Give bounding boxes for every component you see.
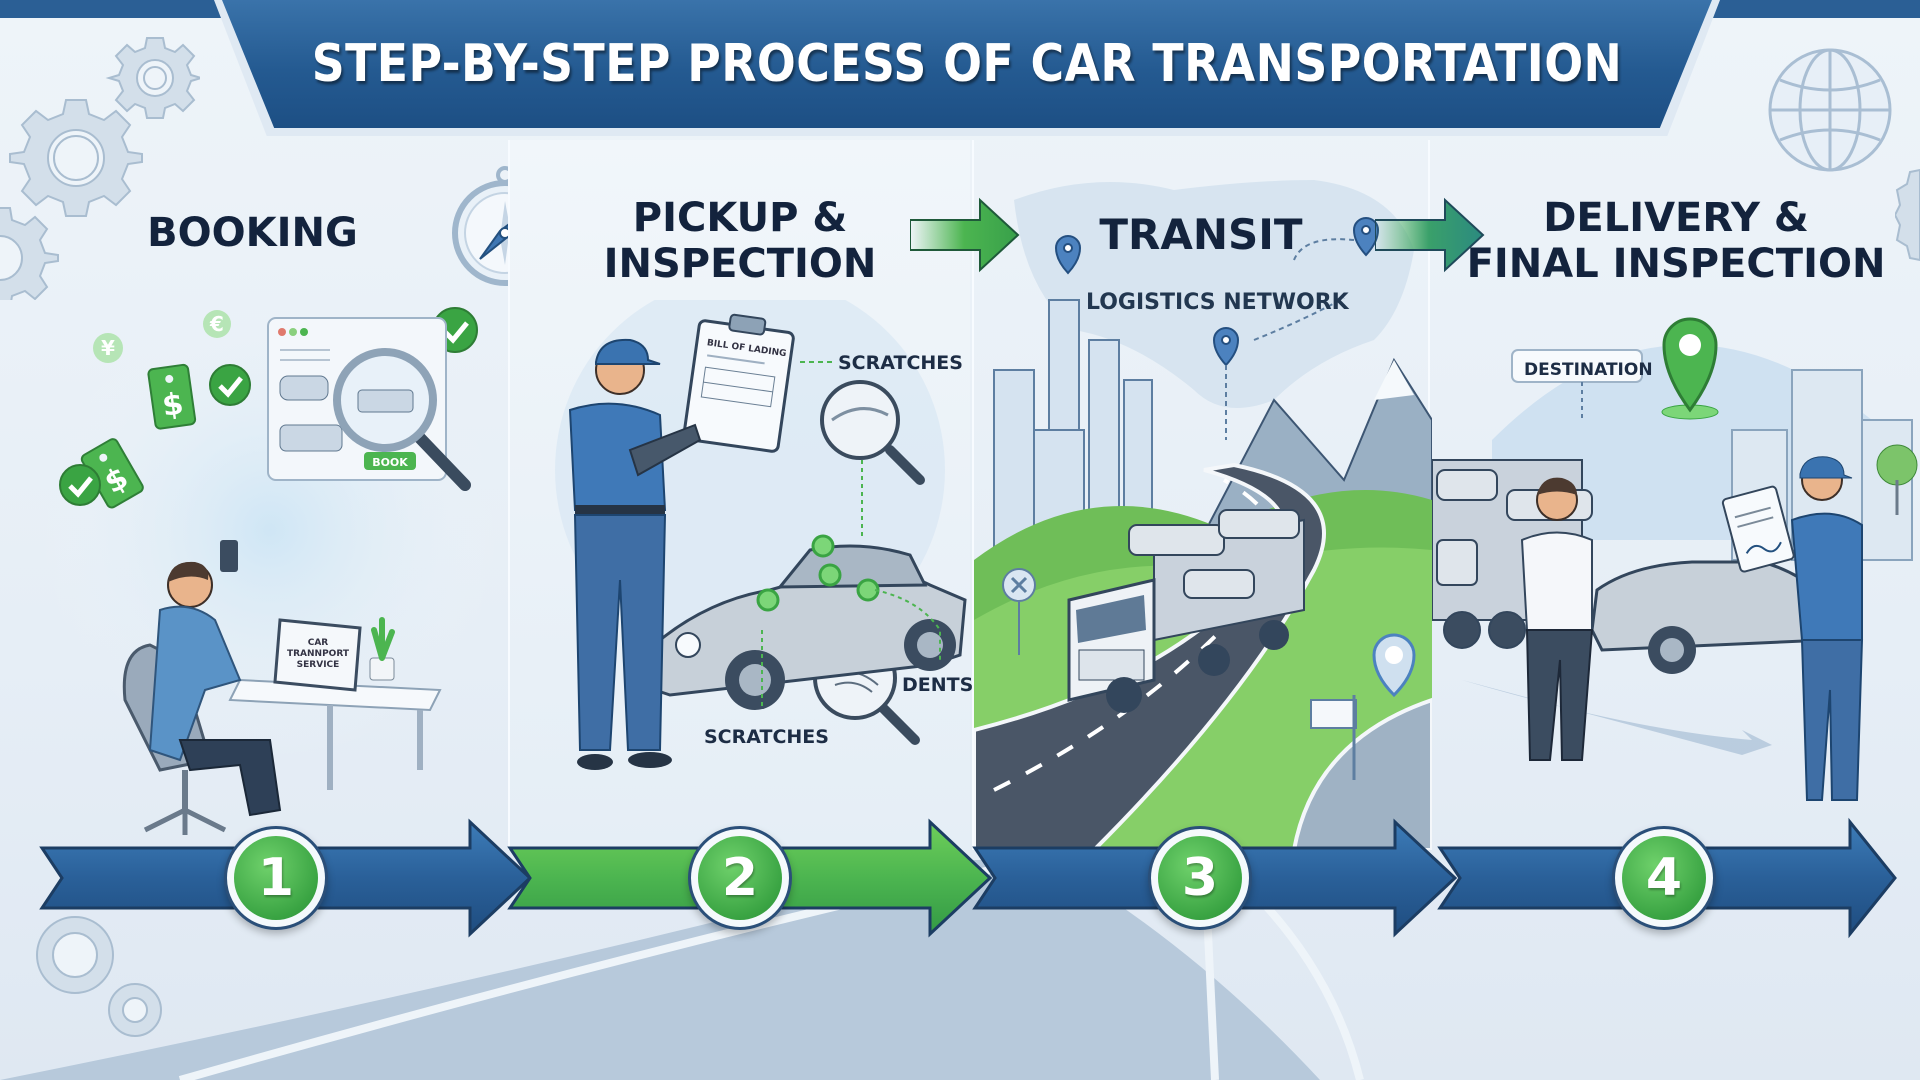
label-scratches: SCRATCHES (838, 352, 963, 374)
gear-icon (105, 37, 200, 119)
step-title-line: DELIVERY & (1543, 195, 1809, 241)
svg-text:€: € (209, 312, 224, 336)
step-number: 4 (1622, 836, 1706, 920)
classic-car-icon (653, 544, 967, 710)
callout-lines (761, 460, 941, 710)
step-number: 2 (698, 836, 782, 920)
pickup-scene: BILL OF LADING (555, 300, 967, 770)
step-title-line: BOOKING (147, 210, 358, 256)
step-panel-transit: TRANSIT LOGISTICS NETWORK (972, 140, 1432, 850)
book-button: BOOK (372, 456, 408, 469)
svg-text:$: $ (160, 386, 186, 424)
map-pin-icon (1002, 568, 1036, 655)
step-title: BOOKING (0, 210, 505, 256)
title-banner (222, 0, 1712, 128)
transit-scene (974, 180, 1432, 850)
label-scratches: SCRATCHES (704, 726, 829, 748)
clipboard-icon (1721, 485, 1795, 573)
magnifier-icon (333, 348, 471, 491)
arrow-right-icon (910, 197, 1020, 273)
car-carrier-truck-icon (1067, 509, 1305, 713)
desk-icon (228, 678, 442, 790)
booking-scene: $ $ ¥ € BOOK (40, 300, 500, 835)
laptop-text: TRANNPORT (287, 649, 350, 659)
plant-icon (369, 617, 395, 681)
driver-icon (1790, 456, 1864, 801)
step-badge-1: 1 (224, 826, 328, 930)
map-pin-icon (1054, 217, 1380, 367)
arrow-right-icon (1375, 197, 1485, 273)
road-icon (0, 860, 1320, 1080)
gear-cluster-icon (0, 37, 200, 300)
step-title-line: TRANSIT (1099, 210, 1303, 259)
clipboard-icon: BILL OF LADING (682, 313, 795, 453)
step-panel-delivery: DELIVERY & FINAL INSPECTION (1432, 140, 1920, 850)
label-dents: DENTS (902, 674, 974, 696)
person-icon (148, 540, 282, 817)
step-number: 3 (1158, 836, 1242, 920)
step-title: DELIVERY & FINAL INSPECTION (1432, 195, 1920, 287)
destination-pin-icon (1661, 317, 1719, 420)
gear-icon (9, 99, 143, 217)
worker-icon (568, 338, 702, 770)
step-badge-2: 2 (688, 826, 792, 930)
customer-icon (1520, 477, 1594, 761)
svg-text:¥: ¥ (101, 336, 115, 360)
map-pin-icon (1372, 633, 1416, 698)
step-title: PICKUP & INSPECTION (510, 195, 970, 287)
price-tag-icon: $ (147, 363, 197, 430)
laptop-text: SERVICE (297, 660, 340, 670)
magnifier-icon (820, 380, 925, 485)
step-title: TRANSIT (974, 212, 1428, 258)
gear-icon (1895, 168, 1920, 262)
step-title-line: FINAL INSPECTION (1466, 241, 1886, 287)
page-title: STEP-BY-STEP PROCESS OF CAR TRANSPORTATI… (311, 34, 1623, 94)
destination-label: DESTINATION (1524, 360, 1653, 380)
step-badge-4: 4 (1612, 826, 1716, 930)
car-icon (1590, 560, 1829, 674)
step-panel-pickup-inspection: PICKUP & INSPECTION BILL OF LADING (508, 140, 974, 850)
check-icon (59, 464, 101, 506)
step-panel-booking: BOOKING $ $ ¥ € (0, 140, 505, 850)
delivery-scene (1432, 317, 1918, 801)
step-title-line: PICKUP & (632, 195, 848, 241)
world-map-icon (1014, 180, 1414, 408)
logistics-network-label: LOGISTICS NETWORK (1086, 290, 1349, 315)
step-title-line: INSPECTION (603, 241, 877, 287)
laptop-icon: CAR TRANNPORT SERVICE (273, 618, 362, 692)
check-icon (209, 364, 251, 406)
step-badge-3: 3 (1148, 826, 1252, 930)
tree-icon (1876, 444, 1918, 515)
laptop-text: CAR (308, 638, 329, 648)
gear-icon (0, 207, 59, 300)
road-sign-icon (1310, 695, 1357, 780)
currency-icon: ¥ € (93, 310, 231, 363)
gear-icon (36, 916, 162, 1037)
step-number: 1 (234, 836, 318, 920)
globe-icon (1768, 48, 1892, 172)
